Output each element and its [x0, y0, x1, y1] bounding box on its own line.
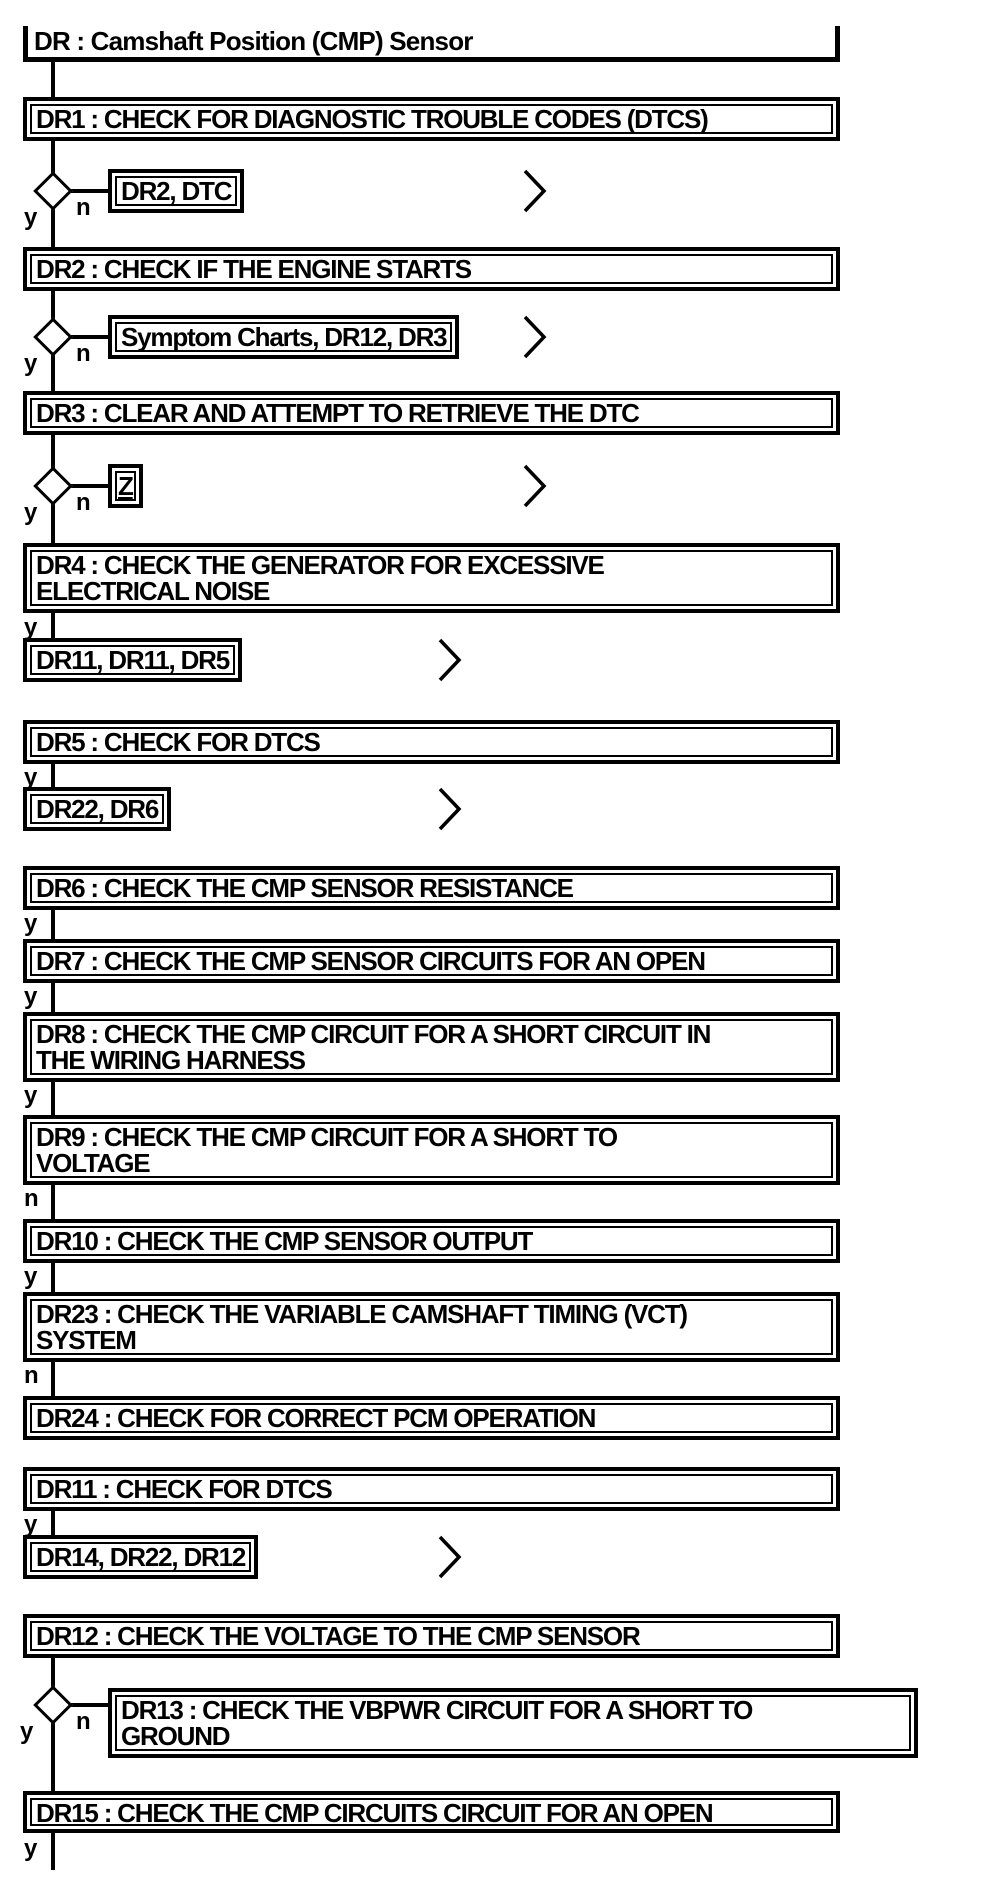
step-box-dr3: DR3 : CLEAR AND ATTEMPT TO RETRIEVE THE … [23, 391, 840, 435]
step-label: DR3 : CLEAR AND ATTEMPT TO RETRIEVE THE … [36, 398, 640, 428]
step-box-dr13: DR13 : CHECK THE VBPWR CIRCUIT FOR A SHO… [108, 1688, 918, 1758]
yes-label: y [20, 1718, 34, 1745]
ref-label: DR22, DR6 [36, 794, 159, 824]
no-label: n [76, 489, 91, 516]
step-label: DR9 : CHECK THE CMP CIRCUIT FOR A SHORT … [36, 1122, 618, 1152]
yes-label: y [24, 350, 38, 377]
connector-line [51, 1833, 55, 1870]
step-label: THE WIRING HARNESS [36, 1045, 306, 1075]
branch-line [66, 484, 108, 488]
step-label: DR7 : CHECK THE CMP SENSOR CIRCUITS FOR … [36, 946, 706, 976]
connector-line [51, 764, 55, 787]
branch-line [66, 189, 108, 193]
flowchart-title-text: DR : Camshaft Position (CMP) Sensor [34, 26, 473, 56]
ref-box-dr22-dr6[interactable]: DR22, DR6 [23, 787, 172, 831]
continue-chevron-icon[interactable] [522, 314, 548, 360]
step-label: DR13 : CHECK THE VBPWR CIRCUIT FOR A SHO… [121, 1695, 753, 1725]
step-box-dr7: DR7 : CHECK THE CMP SENSOR CIRCUITS FOR … [23, 939, 840, 983]
ref-box-z[interactable]: Z [108, 464, 143, 508]
step-box-dr23: DR23 : CHECK THE VARIABLE CAMSHAFT TIMIN… [23, 1292, 840, 1362]
ref-label: Z [118, 471, 134, 501]
continue-chevron-icon[interactable] [437, 1534, 463, 1580]
step-label: DR4 : CHECK THE GENERATOR FOR EXCESSIVE [36, 550, 605, 580]
ref-label: DR14, DR22, DR12 [36, 1542, 246, 1572]
connector-line [51, 613, 55, 638]
yes-label: y [24, 204, 38, 231]
connector-line [51, 1082, 55, 1115]
yes-label: y [24, 910, 38, 937]
no-label: n [76, 340, 91, 367]
step-box-dr12: DR12 : CHECK THE VOLTAGE TO THE CMP SENS… [23, 1614, 840, 1658]
step-label: DR1 : CHECK FOR DIAGNOSTIC TROUBLE CODES… [36, 104, 709, 134]
step-box-dr1: DR1 : CHECK FOR DIAGNOSTIC TROUBLE CODES… [23, 97, 840, 141]
step-box-dr11: DR11 : CHECK FOR DTCS [23, 1467, 840, 1511]
decision-diamond [33, 317, 73, 357]
yes-label: y [24, 1511, 38, 1538]
step-label: SYSTEM [36, 1325, 137, 1355]
yes-label: y [24, 764, 38, 791]
no-label: n [76, 1708, 91, 1735]
step-label: DR11 : CHECK FOR DTCS [36, 1474, 333, 1504]
continue-chevron-icon[interactable] [522, 168, 548, 214]
no-label: n [24, 1362, 39, 1389]
continue-chevron-icon[interactable] [522, 463, 548, 509]
step-box-dr2: DR2 : CHECK IF THE ENGINE STARTS [23, 247, 840, 291]
branch-line [66, 1703, 108, 1707]
branch-line [66, 335, 108, 339]
step-label: DR10 : CHECK THE CMP SENSOR OUTPUT [36, 1226, 533, 1256]
step-box-dr6: DR6 : CHECK THE CMP SENSOR RESISTANCE [23, 866, 840, 910]
ref-box-dr11-dr11-dr5[interactable]: DR11, DR11, DR5 [23, 638, 242, 682]
step-label: DR5 : CHECK FOR DTCS [36, 727, 321, 757]
step-label: DR2 : CHECK IF THE ENGINE STARTS [36, 254, 472, 284]
step-label: DR6 : CHECK THE CMP SENSOR RESISTANCE [36, 873, 574, 903]
yes-label: y [24, 1263, 38, 1290]
decision-diamond [33, 1685, 73, 1725]
step-label: DR12 : CHECK THE VOLTAGE TO THE CMP SENS… [36, 1621, 641, 1651]
step-label: DR24 : CHECK FOR CORRECT PCM OPERATION [36, 1403, 596, 1433]
step-box-dr9: DR9 : CHECK THE CMP CIRCUIT FOR A SHORT … [23, 1115, 840, 1185]
flowchart-title: DR : Camshaft Position (CMP) Sensor [23, 26, 840, 62]
ref-box-dr14-dr22-dr12[interactable]: DR14, DR22, DR12 [23, 1535, 259, 1579]
continue-chevron-icon[interactable] [437, 637, 463, 683]
connector-line [51, 1185, 55, 1219]
continue-chevron-icon[interactable] [437, 786, 463, 832]
step-box-dr24: DR24 : CHECK FOR CORRECT PCM OPERATION [23, 1396, 840, 1440]
step-box-dr5: DR5 : CHECK FOR DTCS [23, 720, 840, 764]
connector-line [51, 910, 55, 939]
decision-diamond [33, 466, 73, 506]
ref-label: DR11, DR11, DR5 [36, 645, 230, 675]
connector-line [51, 983, 55, 1012]
step-label: ELECTRICAL NOISE [36, 576, 270, 606]
yes-label: y [24, 1835, 38, 1862]
step-label: DR15 : CHECK THE CMP CIRCUITS CIRCUIT FO… [36, 1798, 714, 1828]
yes-label: y [24, 614, 38, 641]
connector-line [51, 62, 55, 97]
no-label: n [76, 194, 91, 221]
yes-label: y [24, 499, 38, 526]
step-label: DR8 : CHECK THE CMP CIRCUIT FOR A SHORT … [36, 1019, 711, 1049]
step-label: DR23 : CHECK THE VARIABLE CAMSHAFT TIMIN… [36, 1299, 688, 1329]
step-box-dr8: DR8 : CHECK THE CMP CIRCUIT FOR A SHORT … [23, 1012, 840, 1082]
no-label: n [24, 1185, 39, 1212]
connector-line [51, 1263, 55, 1292]
ref-label: Symptom Charts, DR12, DR3 [121, 322, 448, 352]
step-label: GROUND [121, 1721, 231, 1751]
ref-box-dr2-dtc[interactable]: DR2, DTC [108, 169, 245, 213]
yes-label: y [24, 1082, 38, 1109]
ref-label: DR2, DTC [121, 176, 233, 206]
decision-diamond [33, 171, 73, 211]
step-label: VOLTAGE [36, 1148, 151, 1178]
connector-line [51, 1511, 55, 1535]
yes-label: y [24, 983, 38, 1010]
step-box-dr15: DR15 : CHECK THE CMP CIRCUITS CIRCUIT FO… [23, 1791, 840, 1833]
ref-box-symptom-charts[interactable]: Symptom Charts, DR12, DR3 [108, 315, 460, 359]
step-box-dr10: DR10 : CHECK THE CMP SENSOR OUTPUT [23, 1219, 840, 1263]
connector-line [51, 1362, 55, 1396]
